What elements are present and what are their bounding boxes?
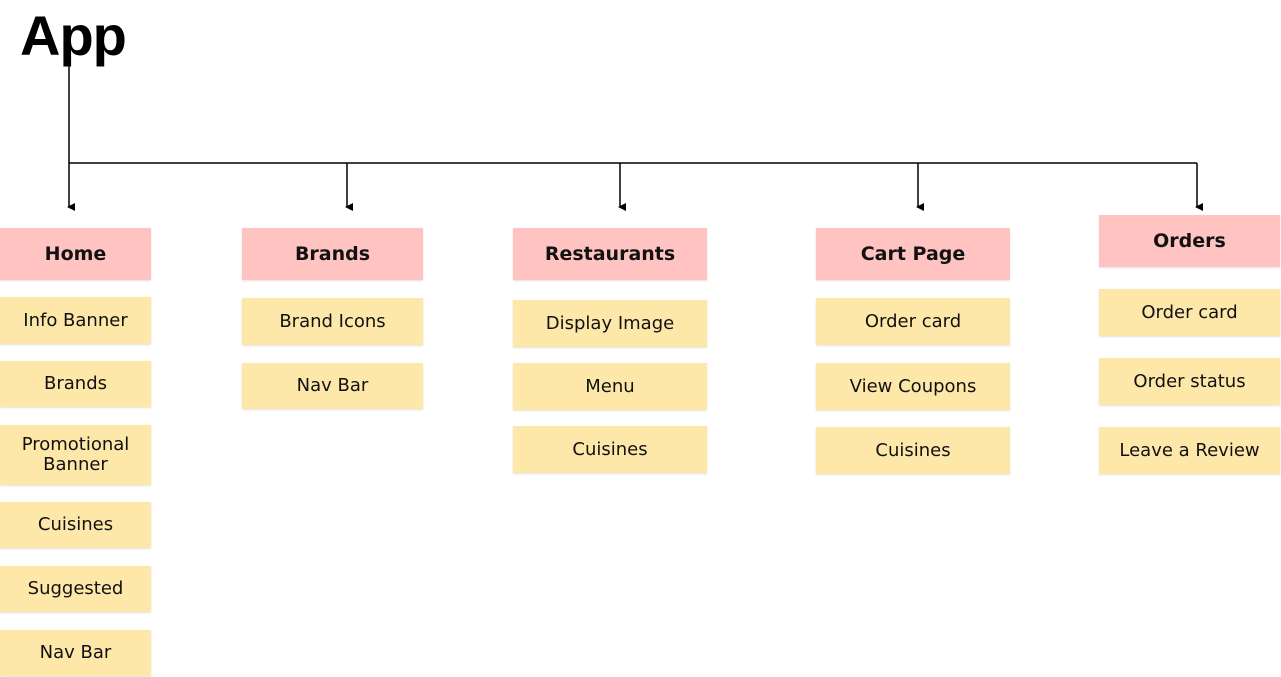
- page-node-restaurants: Restaurants: [513, 228, 707, 280]
- app-title: App: [20, 4, 127, 67]
- component-node: Suggested: [0, 566, 151, 612]
- component-node: Promotional Banner: [0, 425, 151, 485]
- component-node: Cuisines: [0, 502, 151, 548]
- component-node: Display Image: [513, 300, 707, 347]
- component-node: View Coupons: [816, 363, 1010, 410]
- component-node: Cuisines: [513, 426, 707, 473]
- component-node: Order card: [1099, 289, 1280, 336]
- component-node: Nav Bar: [0, 630, 151, 676]
- component-node: Order status: [1099, 358, 1280, 405]
- component-node: Leave a Review: [1099, 427, 1280, 474]
- page-node-cart-page: Cart Page: [816, 228, 1010, 280]
- page-node-brands: Brands: [242, 228, 423, 280]
- component-node: Brands: [0, 361, 151, 407]
- component-node: Order card: [816, 298, 1010, 345]
- component-node: Brand Icons: [242, 298, 423, 345]
- component-node: Nav Bar: [242, 363, 423, 409]
- page-node-orders: Orders: [1099, 215, 1280, 267]
- component-node: Cuisines: [816, 427, 1010, 474]
- component-node: Menu: [513, 363, 707, 410]
- component-node: Info Banner: [0, 297, 151, 344]
- page-node-home: Home: [0, 228, 151, 280]
